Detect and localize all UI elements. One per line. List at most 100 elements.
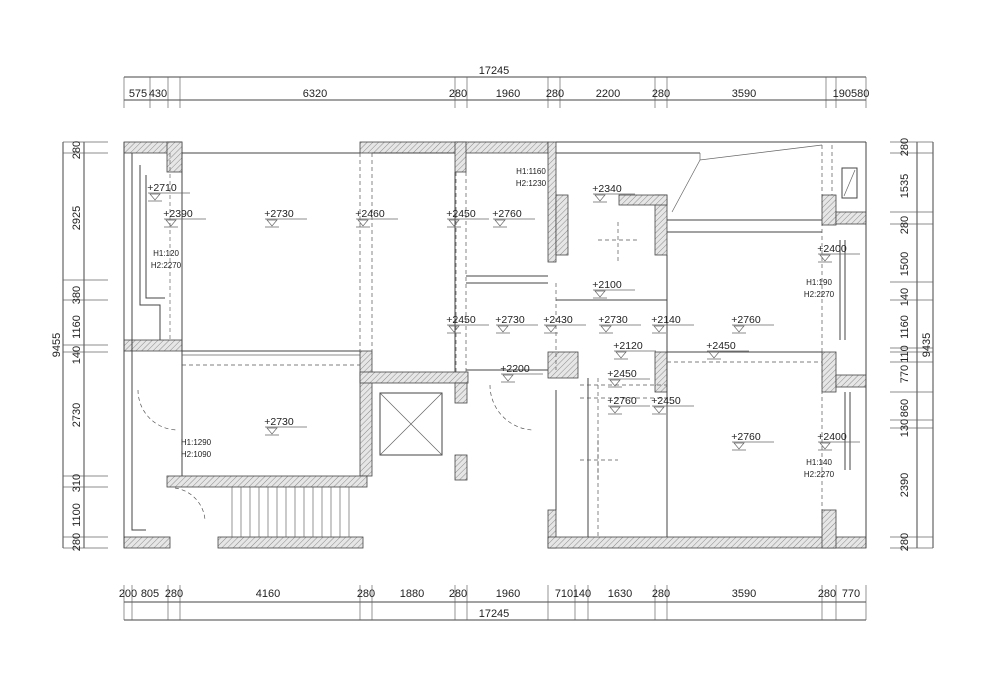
right-dimension: 280: [899, 216, 911, 234]
elevation-label: +2730: [264, 416, 294, 428]
top-dimension: 280: [546, 88, 564, 100]
left-dimension: 2730: [71, 403, 83, 427]
window-height-note: H1:1160: [516, 167, 546, 176]
elevation-label: +2760: [492, 208, 522, 220]
bottom-dimension: 1880: [400, 588, 424, 600]
elevation-label: +2760: [731, 314, 761, 326]
right-dimension: 1535: [899, 174, 911, 198]
elevation-marker-icon: [265, 427, 279, 436]
elevation-marker-icon: [501, 374, 515, 383]
bottom-dimension: 280: [449, 588, 467, 600]
bottom-dimension: 1960: [496, 588, 520, 600]
elevation-marker-icon: [593, 194, 607, 203]
right-dimension: 280: [899, 533, 911, 551]
elevation-label: +2400: [817, 431, 847, 443]
window-height-note: H2:2270: [151, 261, 182, 270]
right-dimension: 280: [899, 138, 911, 156]
elevation-marker-icon: [447, 325, 461, 334]
right-dimension: 140: [899, 288, 911, 306]
plan-lines: [123, 141, 867, 548]
bottom-dimension: 280: [165, 588, 183, 600]
top-dimension: 430: [149, 88, 167, 100]
right-total-dimension: 9435: [921, 333, 933, 357]
elevation-marker-icon: [447, 219, 461, 228]
bottom-dimension: 280: [652, 588, 670, 600]
bottom-dimension: 1630: [608, 588, 632, 600]
top-dimension: 2200: [596, 88, 620, 100]
elevation-marker-icon: [652, 406, 666, 415]
window-height-note: H1:140: [806, 458, 832, 467]
elevation-marker-icon: [652, 325, 666, 334]
left-dimension: 280: [71, 533, 83, 551]
elevation-marker-icon: [148, 193, 162, 202]
elevation-label: +2140: [651, 314, 681, 326]
right-dimension: 2390: [899, 473, 911, 497]
right-dimension: 770: [899, 365, 911, 383]
elevation-label: +2450: [706, 340, 736, 352]
elevation-marker-icon: [614, 351, 628, 360]
elevation-label: +2450: [446, 314, 476, 326]
left-dimension: 140: [71, 346, 83, 364]
right-dimension: 1160: [899, 315, 911, 339]
window-height-note: H2:2270: [804, 470, 835, 479]
left-dimension: 1160: [71, 315, 83, 339]
elevation-label: +2430: [543, 314, 573, 326]
elevation-label: +2390: [163, 208, 193, 220]
window-height-note: H2:1230: [516, 179, 547, 188]
elevation-marker-icon: [599, 325, 613, 334]
top-dimension: 1960: [496, 88, 520, 100]
bottom-dimension: 770: [842, 588, 860, 600]
left-dimension: 1100: [71, 503, 83, 527]
left-dimension: 280: [71, 141, 83, 159]
top-dimension: 190580: [833, 88, 870, 100]
bottom-dimension: 4160: [256, 588, 280, 600]
elevation-label: +2710: [147, 182, 177, 194]
stairs: [231, 487, 350, 537]
elevation-label: +2760: [607, 395, 637, 407]
elevation-marker-icon: [732, 442, 746, 451]
elevation-marker-icon: [707, 351, 721, 360]
window-height-note: H1:1290: [181, 438, 212, 447]
elevation-label: +2450: [446, 208, 476, 220]
elevation-label: +2340: [592, 183, 622, 195]
right-dimension: 860: [899, 399, 911, 417]
left-total-dimension: 9455: [51, 333, 63, 357]
elevation-label: +2760: [731, 431, 761, 443]
window-height-note: H1:190: [806, 278, 832, 287]
elevation-marker-icon: [608, 379, 622, 388]
elevation-marker-icon: [818, 254, 832, 263]
elevation-label: +2450: [607, 368, 637, 380]
elevation-label: +2450: [651, 395, 681, 407]
elevation-label: +2200: [500, 363, 530, 375]
elevation-marker-icon: [356, 219, 370, 228]
top-dimension: 280: [449, 88, 467, 100]
elevation-label: +2730: [264, 208, 294, 220]
elevation-marker-icon: [493, 219, 507, 228]
window-height-note: H2:1090: [181, 450, 212, 459]
elevation-marker-icon: [164, 219, 178, 228]
top-dimension: 575: [129, 88, 147, 100]
bottom-total-dimension: 17245: [479, 608, 510, 620]
bottom-dimension: 280: [357, 588, 375, 600]
elevation-marker-icon: [608, 406, 622, 415]
elevation-marker-icon: [544, 325, 558, 334]
left-dimension: 310: [71, 474, 83, 492]
bottom-dimension: 805: [141, 588, 159, 600]
dimension-ticks: [63, 77, 933, 620]
elevation-label: +2100: [592, 279, 622, 291]
bottom-dimension: 3590: [732, 588, 756, 600]
elevation-marker-icon: [732, 325, 746, 334]
right-dimension: 1500: [899, 252, 911, 276]
elevation-marker-icon: [265, 219, 279, 228]
elevation-label: +2400: [817, 243, 847, 255]
elevation-label: +2730: [598, 314, 628, 326]
elevation-marker-icon: [818, 442, 832, 451]
top-dimension: 280: [652, 88, 670, 100]
top-dimension: 3590: [732, 88, 756, 100]
elevation-label: +2120: [613, 340, 643, 352]
top-total-dimension: 17245: [479, 65, 510, 77]
elevation-label: +2730: [495, 314, 525, 326]
left-dimension: 380: [71, 286, 83, 304]
